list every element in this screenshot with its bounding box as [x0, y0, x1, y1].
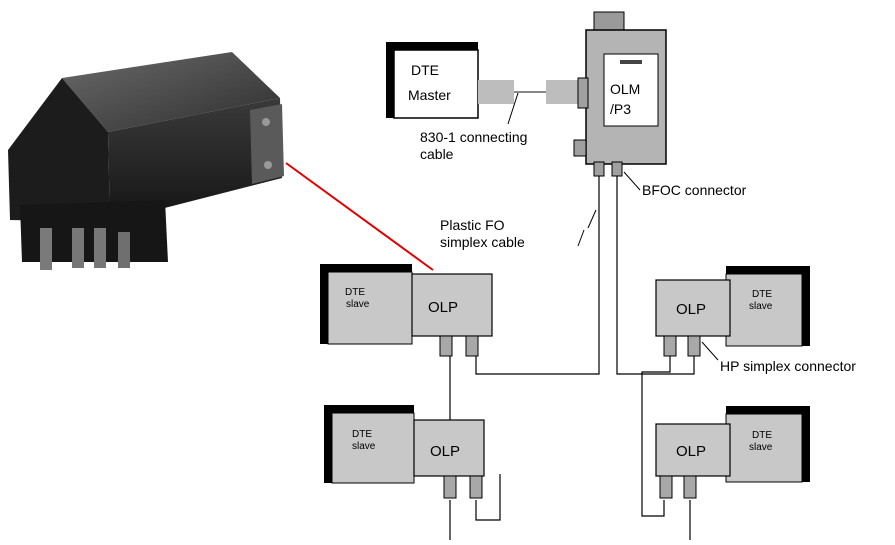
fo-cable-lines: [449, 176, 695, 540]
slave-node-2: DTE slave OLP: [324, 405, 485, 499]
dte-master-box: DTE Master: [386, 42, 479, 119]
hp-simplex-label: HP simplex connector: [720, 358, 856, 374]
slave2-dte-label-2: slave: [352, 441, 376, 452]
slave3-port-2: [687, 335, 701, 357]
slave3-dte-label-1: DTE: [752, 289, 772, 300]
slave2-dte-label-1: DTE: [352, 429, 372, 440]
cable-plug-right: [546, 80, 580, 104]
olm-p3-module: OLM /P3: [573, 11, 667, 177]
red-pointer-line: [285, 162, 434, 271]
slave3-olp-label: OLP: [676, 301, 706, 318]
slave1-dte-face: [327, 271, 413, 345]
plug-screw-1: [262, 118, 270, 126]
cable-label-2: cable: [420, 146, 454, 162]
olm-label-1: OLM: [610, 81, 640, 97]
plug-top-face: [62, 52, 280, 132]
slave4-olp-label: OLP: [676, 443, 706, 460]
slave1-port-1: [439, 335, 453, 357]
dte-master-label-2: Master: [408, 87, 451, 103]
slave4-dte-label-2: slave: [749, 442, 773, 453]
slave3-dte-label-2: slave: [749, 301, 773, 312]
cable-olp2-loop: [475, 474, 501, 521]
olm-label-2: /P3: [610, 101, 631, 117]
slave3-olp-box: [655, 279, 731, 337]
plug-pin-2: [72, 228, 84, 268]
olm-side-port: [577, 77, 589, 109]
plug-front-face: [108, 98, 282, 222]
plug-pin-3: [94, 228, 106, 268]
slave2-olp-box: [413, 419, 485, 477]
slave4-port-2: [683, 475, 697, 499]
olm-label-plate: [603, 53, 659, 127]
dte-master-face: [393, 49, 479, 119]
cable-label-1: 830-1 connecting: [420, 129, 527, 145]
slave-node-3: DTE slave OLP: [655, 266, 810, 357]
slave3-dte-face: [725, 273, 803, 347]
plug-pin-1: [40, 228, 52, 270]
slave2-olp-label: OLP: [430, 443, 460, 460]
slave-node-1: DTE slave OLP: [320, 264, 493, 357]
dte-master-label-1: DTE: [411, 62, 439, 78]
plug-pin-4: [118, 232, 130, 268]
olm-bfoc-port-1: [593, 161, 605, 177]
bfoc-pointer: [623, 171, 641, 191]
slave1-olp-label: OLP: [428, 299, 458, 316]
slave3-port-1: [663, 335, 677, 357]
slave2-dte-face: [331, 412, 415, 484]
slave1-port-2: [465, 335, 479, 357]
plug-screw-2: [264, 161, 272, 169]
slave4-dte-face: [725, 413, 803, 483]
slave4-port-1: [659, 475, 673, 499]
olm-led: [620, 60, 642, 64]
cable-label-pointer: [507, 92, 519, 125]
bfoc-label: BFOC connector: [642, 182, 747, 198]
plug-sub-d-connector: [250, 104, 284, 184]
cable-olp3-to-olp4: [641, 356, 671, 517]
slave4-olp-box: [655, 423, 731, 477]
slave1-dte-label-1: DTE: [345, 287, 365, 298]
cable-plug-left: [478, 80, 514, 104]
slave2-port-1: [443, 475, 457, 499]
plastic-fo-tick-1: [587, 209, 597, 229]
olm-side-clip: [573, 139, 587, 157]
slave1-dte-label-2: slave: [346, 299, 370, 310]
slave2-port-2: [469, 475, 483, 499]
plastic-fo-label-1: Plastic FO: [440, 217, 505, 233]
plastic-fo-label-2: simplex cable: [440, 234, 525, 250]
slave-node-4: DTE slave OLP: [655, 406, 810, 499]
cable-olm-to-olp3: [616, 176, 695, 375]
connecting-cable-830-1: [478, 80, 580, 125]
olp-device-photo: [8, 52, 284, 270]
plug-left-face: [8, 78, 110, 222]
hp-simplex-pointer: [701, 341, 719, 361]
plastic-fo-tick-2: [577, 229, 585, 247]
slave4-dte-label-1: DTE: [752, 430, 772, 441]
cable-olm-to-olp1: [475, 176, 600, 375]
olm-bfoc-port-2: [611, 161, 623, 177]
